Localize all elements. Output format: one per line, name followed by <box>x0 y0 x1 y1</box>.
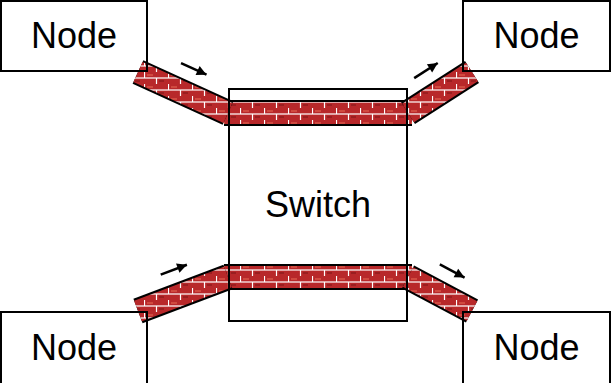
node-box: Node <box>462 0 611 72</box>
node-label: Node <box>31 16 117 56</box>
arrow-head <box>176 264 187 273</box>
switch-box: Switch <box>228 88 408 322</box>
node-box: Node <box>0 0 148 72</box>
brick-lane <box>224 266 412 288</box>
node-box: Node <box>462 311 611 383</box>
node-label: Node <box>31 328 117 368</box>
brick-lane-connector <box>138 264 228 311</box>
brick-lane-connector <box>138 63 228 113</box>
brick-lane-connector <box>408 264 472 311</box>
lane-outline <box>224 100 412 126</box>
brick-lane <box>224 102 412 124</box>
arrow-head <box>427 63 438 72</box>
node-box: Node <box>0 311 148 383</box>
node-label: Node <box>493 16 579 56</box>
node-label: Node <box>493 328 579 368</box>
arrow-head <box>454 269 465 278</box>
node-label: Switch <box>265 185 371 225</box>
lane-outline <box>224 264 412 290</box>
arrow-head <box>196 66 207 75</box>
